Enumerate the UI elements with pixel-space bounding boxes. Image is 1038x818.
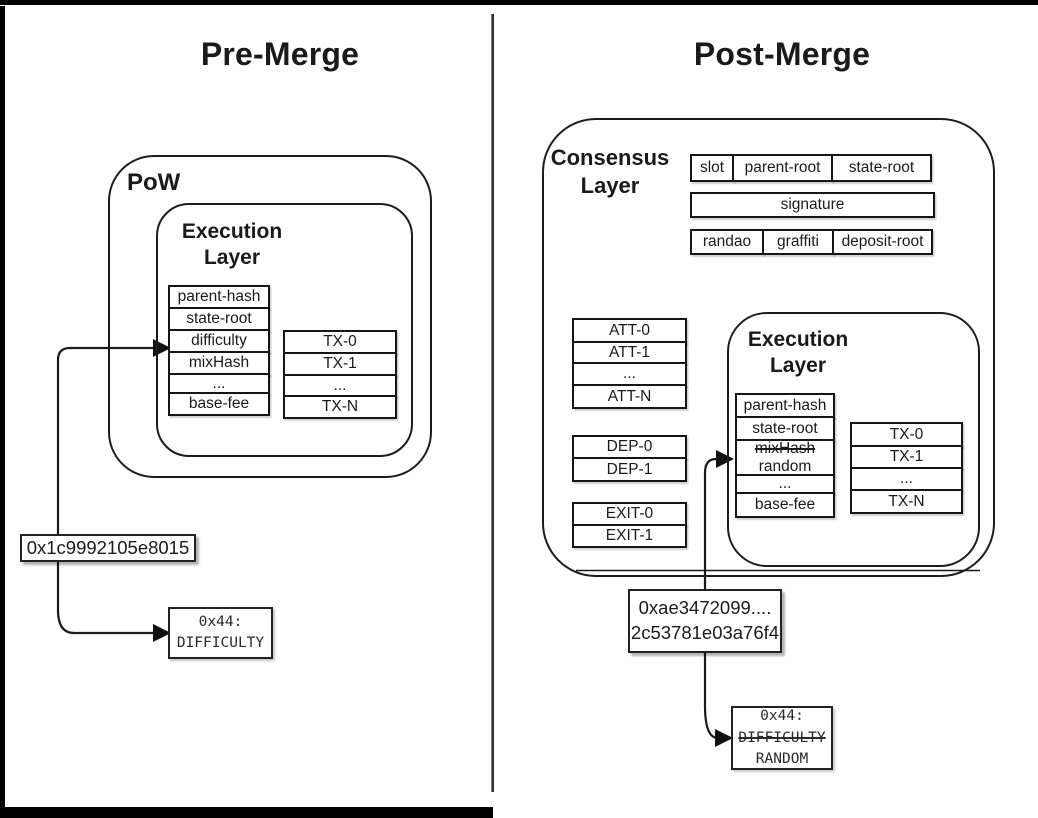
execution-layer-label-left: Execution Layer <box>181 220 283 270</box>
header-cell-state-root: state-root <box>831 154 932 182</box>
header-cell-parent-root: parent-root <box>732 154 833 182</box>
attestation-list: ATT-0 ATT-1 ... ATT-N <box>572 318 687 409</box>
storage-slot-box-left: 0x44: DIFFICULTY <box>168 607 273 659</box>
right-tx-list: TX-0 TX-1 ... TX-N <box>850 422 963 514</box>
storage-slot-value: RANDOM <box>755 750 809 767</box>
bottom-edge-bar <box>0 807 493 818</box>
beacon-header-row3: randao graffiti deposit-root <box>690 229 933 255</box>
post-merge-title: Post-Merge <box>693 36 871 72</box>
field-cell-state-root: state-root <box>168 307 270 331</box>
header-cell-deposit-root: deposit-root <box>832 229 933 255</box>
random-hash-line2: 2c53781e03a76f4 <box>630 622 780 643</box>
tx-cell: TX-N <box>283 395 397 419</box>
difficulty-hash-box: 0x1c9992105e8015 <box>20 534 196 562</box>
consensus-layer-label: Consensus Layer <box>550 145 670 198</box>
field-mixhash-struck: mixHash <box>754 439 816 457</box>
random-hash-box: 0xae3472099.... 2c53781e03a76f4 <box>628 589 782 653</box>
pow-label: PoW <box>127 169 181 196</box>
field-cell-base-fee: base-fee <box>168 392 270 416</box>
field-cell-ellipsis: ... <box>168 373 270 394</box>
storage-slot-struck-value: DIFFICULTY <box>738 729 826 746</box>
deposit-list: DEP-0 DEP-1 <box>572 435 687 482</box>
dep-cell: DEP-0 <box>572 435 687 459</box>
att-cell: ... <box>572 362 687 386</box>
dep-cell: DEP-1 <box>572 457 687 482</box>
field-cell-mixhash: mixHash <box>168 351 270 375</box>
field-cell-base-fee: base-fee <box>735 492 835 518</box>
storage-slot-number: 0x44: <box>198 613 243 630</box>
field-cell-ellipsis: ... <box>735 474 835 494</box>
header-cell-slot: slot <box>690 154 734 182</box>
top-edge-bar <box>0 0 1038 5</box>
tx-cell: TX-1 <box>283 352 397 376</box>
exit-list: EXIT-0 EXIT-1 <box>572 502 687 548</box>
exit-cell: EXIT-1 <box>572 524 687 548</box>
execution-layer-label-right: Execution Layer <box>747 328 849 378</box>
left-header-fields: parent-hash state-root difficulty mixHas… <box>168 285 270 416</box>
pre-merge-title: Pre-Merge <box>200 36 360 72</box>
execution-layer-box-right <box>727 312 980 567</box>
att-cell: ATT-N <box>572 384 687 409</box>
att-cell: ATT-0 <box>572 318 687 343</box>
tx-cell: TX-N <box>850 489 963 514</box>
field-random: random <box>758 457 812 475</box>
tx-cell: TX-1 <box>850 445 963 469</box>
random-hash-line1: 0xae3472099.... <box>638 597 772 619</box>
header-cell-graffiti: graffiti <box>762 229 834 255</box>
field-cell-mixhash-random: mixHash random <box>735 439 835 476</box>
field-cell-parent-hash: parent-hash <box>168 285 270 309</box>
field-cell-state-root: state-root <box>735 416 835 441</box>
storage-slot-box-right: 0x44: DIFFICULTY RANDOM <box>731 706 833 770</box>
difficulty-hash-value: 0x1c9992105e8015 <box>26 536 190 558</box>
beacon-header-row1: slot parent-root state-root <box>690 154 932 182</box>
header-cell-randao: randao <box>690 229 764 255</box>
field-cell-difficulty: difficulty <box>168 329 270 353</box>
storage-slot-number: 0x44: <box>760 708 804 725</box>
tx-cell: ... <box>850 467 963 491</box>
execution-layer-box-left <box>156 203 413 457</box>
right-header-fields: parent-hash state-root mixHash random ..… <box>735 393 835 518</box>
left-tx-list: TX-0 TX-1 ... TX-N <box>283 330 397 419</box>
att-cell: ATT-1 <box>572 341 687 364</box>
tx-cell: TX-0 <box>283 330 397 354</box>
storage-slot-value: DIFFICULTY <box>176 635 265 651</box>
consensus-layer-box <box>542 118 995 577</box>
header-cell-signature: signature <box>690 192 935 218</box>
pow-box <box>108 155 432 478</box>
left-edge-bar <box>0 6 5 818</box>
field-cell-parent-hash: parent-hash <box>735 393 835 418</box>
beacon-header-row2: signature <box>690 192 935 218</box>
tx-cell: ... <box>283 374 397 397</box>
exit-cell: EXIT-0 <box>572 502 687 526</box>
tx-cell: TX-0 <box>850 422 963 447</box>
panel-divider <box>491 14 494 792</box>
